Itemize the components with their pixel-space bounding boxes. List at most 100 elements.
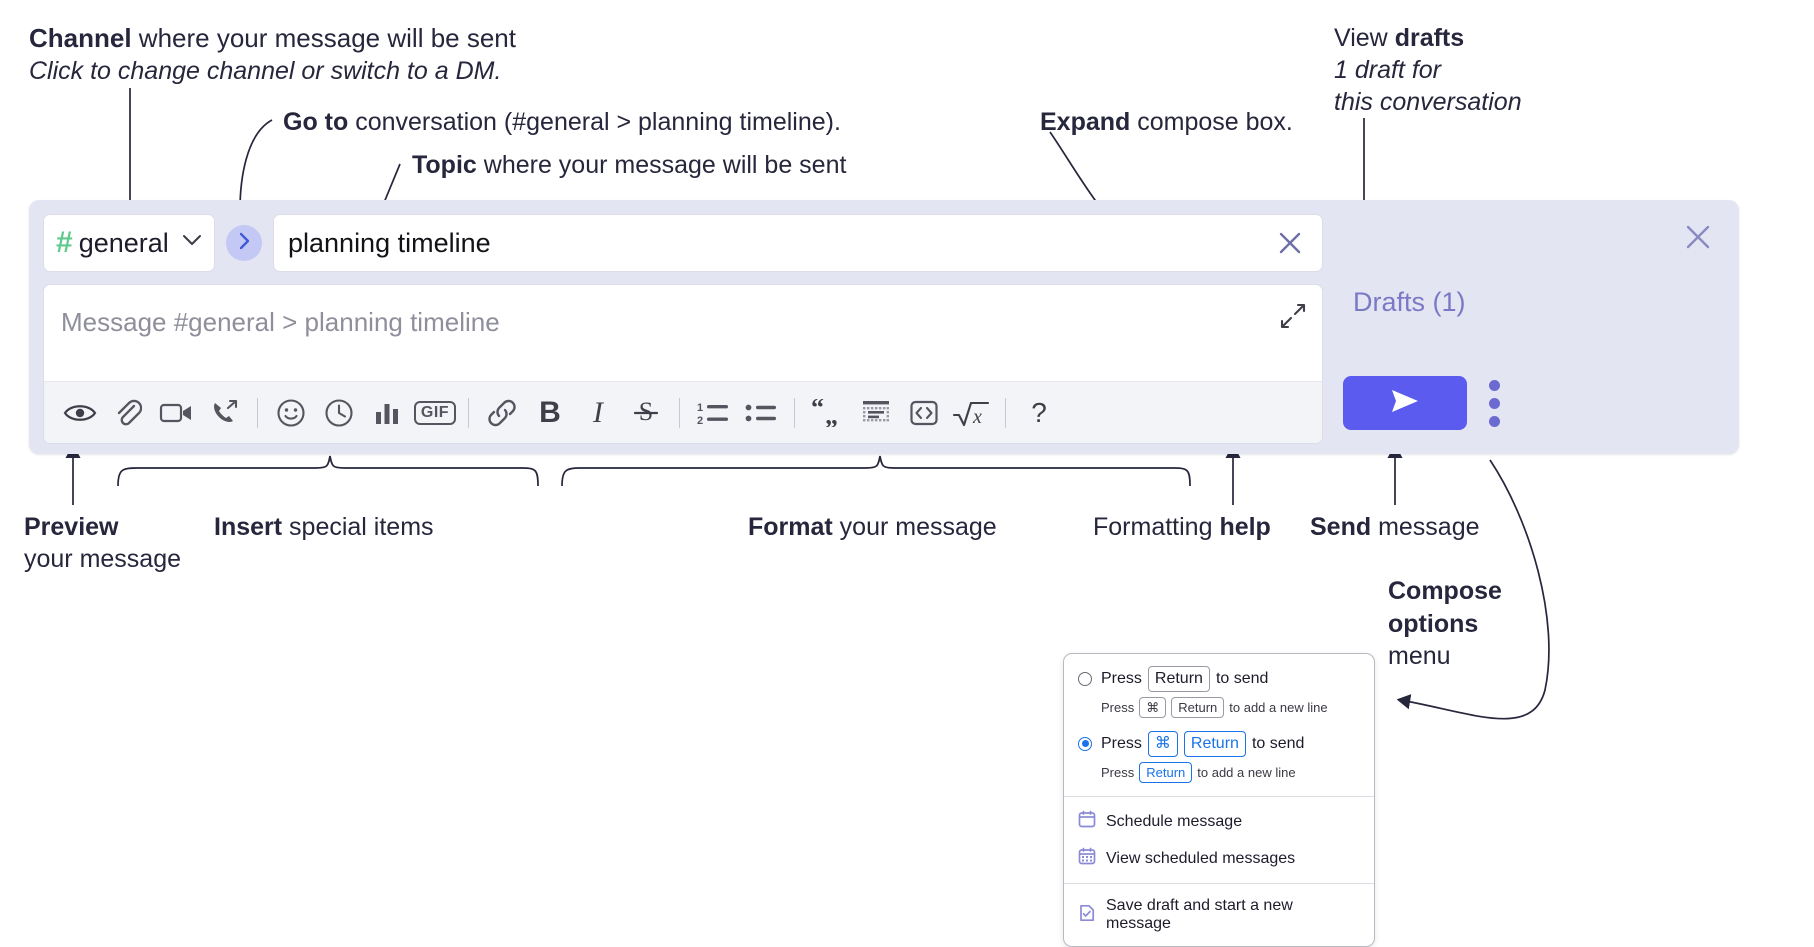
- math-icon[interactable]: x: [948, 389, 996, 437]
- goto-conversation-button[interactable]: [226, 225, 262, 261]
- reminder-clock-icon[interactable]: [315, 389, 363, 437]
- compose-panel-inner: # general planning timeline: [43, 214, 1323, 444]
- radio-icon: [1078, 671, 1092, 686]
- schedule-group: Schedule message View scheduled messages: [1064, 797, 1374, 883]
- option2-sub-key: Return: [1139, 761, 1193, 784]
- annotation-drafts-line2: 1 draft for: [1334, 56, 1441, 84]
- radio-icon-selected: [1078, 736, 1092, 751]
- bold-icon[interactable]: B: [526, 389, 574, 437]
- italic-label: I: [593, 395, 603, 429]
- draft-group: Save draft and start a new message: [1064, 884, 1374, 946]
- link-icon[interactable]: [478, 389, 526, 437]
- close-icon[interactable]: [1683, 222, 1713, 257]
- attachment-icon[interactable]: [104, 389, 152, 437]
- annotation-insert-rest: special items: [282, 513, 434, 541]
- audio-call-icon[interactable]: [200, 389, 248, 437]
- svg-text:x: x: [972, 406, 982, 428]
- annotation-goto: Go to conversation (#general > planning …: [283, 106, 841, 138]
- save-draft-icon: [1078, 904, 1096, 927]
- calendar-grid-icon: [1078, 847, 1096, 870]
- code-icon[interactable]: [900, 389, 948, 437]
- compose-options-menu: Press Return to send Press ⌘ Return to a…: [1063, 653, 1375, 947]
- option2-subtext: Press Return to add a new line: [1064, 759, 1374, 787]
- annotation-drafts-line3: this conversation: [1334, 88, 1522, 116]
- annotation-expand-rest: compose box.: [1130, 108, 1293, 136]
- option2-press: Press: [1101, 734, 1142, 752]
- option1-sub-tail: to add a new line: [1229, 699, 1328, 715]
- option2-tail: to send: [1251, 734, 1305, 752]
- gif-icon[interactable]: GIF: [411, 389, 459, 437]
- annotation-format-rest: your message: [832, 513, 997, 541]
- channel-selector[interactable]: # general: [43, 214, 215, 272]
- drafts-link[interactable]: Drafts (1): [1353, 287, 1466, 317]
- emoji-icon[interactable]: [267, 389, 315, 437]
- topic-value: planning timeline: [288, 227, 491, 258]
- message-input-box[interactable]: Message #general > planning timeline: [43, 284, 1323, 444]
- annotation-send-bold: Send: [1310, 513, 1372, 541]
- menu-item-view-scheduled-messages[interactable]: View scheduled messages: [1064, 840, 1374, 877]
- svg-text:„: „: [825, 401, 838, 427]
- svg-text:1: 1: [697, 402, 703, 414]
- menu-item-schedule-message[interactable]: Schedule message: [1064, 803, 1374, 840]
- video-icon[interactable]: [152, 389, 200, 437]
- svg-text:“: “: [811, 399, 824, 422]
- annotation-insert: Insert special items: [214, 511, 434, 543]
- preview-icon[interactable]: [56, 389, 104, 437]
- annotation-goto-rest: conversation (#general > planning timeli…: [348, 108, 841, 136]
- send-button[interactable]: [1343, 376, 1467, 430]
- toolbar-separator: [679, 397, 680, 428]
- menu-divider: [1064, 883, 1374, 885]
- code-block-icon[interactable]: [852, 389, 900, 437]
- paper-plane-icon: [1385, 384, 1425, 423]
- svg-text:2: 2: [697, 415, 703, 426]
- clear-topic-icon[interactable]: [1272, 227, 1308, 259]
- annotation-channel: Channel where your message will be sent …: [29, 22, 516, 87]
- strikethrough-icon[interactable]: S: [622, 389, 670, 437]
- menu-divider: [1064, 796, 1374, 798]
- topic-input[interactable]: planning timeline: [273, 214, 1323, 272]
- italic-icon[interactable]: I: [574, 389, 622, 437]
- compose-header-row: # general planning timeline: [43, 214, 1323, 272]
- annotation-expand-bold: Expand: [1040, 108, 1131, 136]
- option1-sub-key2: Return: [1171, 696, 1225, 719]
- annotation-preview: Preview your message: [24, 511, 181, 575]
- gif-label: GIF: [413, 400, 457, 425]
- expand-icon[interactable]: [1278, 301, 1308, 336]
- help-icon[interactable]: ?: [1031, 396, 1047, 428]
- option2-sub-tail: to add a new line: [1197, 765, 1296, 780]
- option2-key1: ⌘: [1147, 731, 1178, 757]
- annotation-format-bold: Format: [748, 513, 833, 541]
- calendar-icon: [1078, 810, 1096, 833]
- menu-item-save-draft[interactable]: Save draft and start a new message: [1064, 890, 1374, 940]
- annotation-channel-rest: where your message will be sent: [131, 23, 516, 53]
- hash-icon: #: [56, 226, 73, 259]
- menu-item-label: Save draft and start a new message: [1106, 897, 1293, 933]
- option2-key2: Return: [1183, 731, 1246, 757]
- menu-item-label: View scheduled messages: [1106, 849, 1296, 867]
- bullet-list-icon[interactable]: [737, 389, 785, 437]
- radio-option-cmd-return-to-send[interactable]: Press ⌘ Return to send: [1064, 729, 1374, 759]
- annotation-compose-l3: menu: [1388, 642, 1451, 670]
- annotation-compose-options: Compose options menu: [1388, 575, 1502, 673]
- radio-option-return-to-send[interactable]: Press Return to send: [1064, 664, 1374, 694]
- blockquote-icon[interactable]: “„: [804, 389, 852, 437]
- annotation-topic-rest: where your message will be sent: [476, 151, 847, 179]
- more-vertical-icon[interactable]: [1489, 380, 1500, 427]
- option1-main: Press Return to send: [1101, 666, 1268, 692]
- annotation-compose-l2: options: [1388, 609, 1479, 638]
- annotation-topic-bold: Topic: [412, 151, 477, 179]
- annotation-fhelp-bold: help: [1219, 513, 1271, 541]
- option1-sub-press: Press: [1101, 699, 1135, 715]
- annotation-format: Format your message: [748, 511, 997, 543]
- poll-icon[interactable]: [363, 389, 411, 437]
- annotation-preview-bold: Preview: [24, 513, 119, 541]
- chevron-right-icon: [238, 232, 251, 255]
- option2-main: Press ⌘ Return to send: [1101, 731, 1304, 757]
- annotation-topic: Topic where your message will be sent: [412, 149, 846, 181]
- annotation-drafts-bold: drafts: [1394, 24, 1465, 52]
- channel-name-label: general: [78, 227, 169, 258]
- annotation-fhelp-pre: Formatting: [1093, 513, 1220, 541]
- chevron-down-icon: [182, 234, 202, 252]
